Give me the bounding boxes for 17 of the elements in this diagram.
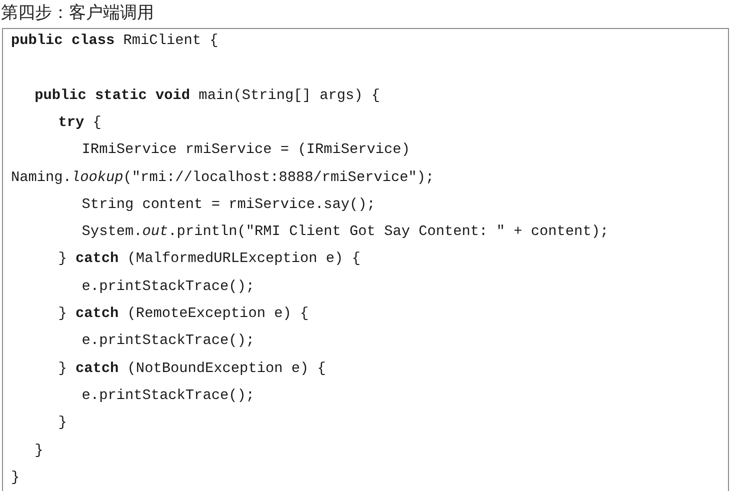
code-line: e.printStackTrace(); [82,278,255,297]
code-line: System.out.println("RMI Client Got Say Content: " + content); [82,223,609,242]
code-line: e.printStackTrace(); [82,332,255,352]
code-line: IRmiService rmiService = (IRmiService) [82,141,410,160]
code-line: } catch (RemoteException e) { [58,305,309,324]
code-line: try { [58,114,102,133]
code-line: } [11,468,20,488]
code-line: } [58,414,67,434]
code-line: String content = rmiService.say(); [82,196,376,215]
code-line: Naming.lookup("rmi://localhost:8888/rmiService"); [11,168,434,188]
code-line: } [34,442,44,460]
code-line: } catch (MalformedURLException e) { [58,250,360,270]
code-line: } catch (NotBoundException e) { [58,360,326,379]
code-line: public class RmiClient { [11,32,218,51]
code-line: public static void main(String[] args) { [34,86,380,106]
heading: 第四步：客户端调用 [1,2,154,24]
code-line: e.printStackTrace(); [82,386,255,406]
